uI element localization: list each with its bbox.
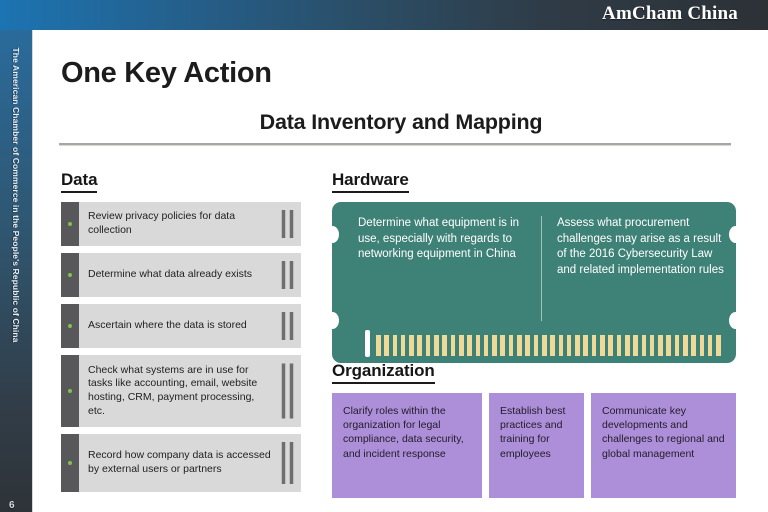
list-item-label: Record how company data is accessed by e…: [88, 449, 271, 475]
brand-title: AmCham China: [602, 3, 738, 24]
page-subtitle: Data Inventory and Mapping: [259, 110, 543, 134]
hardware-text-columns: Determine what equipment is in use, espe…: [332, 202, 736, 321]
list-item-body: Determine what data already exists: [79, 253, 301, 297]
organization-card[interactable]: Clarify roles within the organization fo…: [332, 393, 482, 498]
pause-bars-icon: [281, 261, 294, 289]
module-key-slot-icon: [365, 330, 370, 357]
module-notch-icon: [729, 312, 742, 329]
list-item-tab: [61, 202, 79, 246]
list-item-tab: [61, 434, 79, 492]
list-item-label: Ascertain where the data is stored: [88, 319, 247, 332]
module-connector-pins-icon: [376, 335, 721, 356]
hardware-column-label: Assess what procurement challenges may a…: [541, 216, 724, 321]
module-notch-icon: [326, 226, 339, 243]
bullet-dot-icon: [68, 324, 72, 328]
organization-card-row: Clarify roles within the organization fo…: [332, 393, 736, 498]
list-item-tab: [61, 304, 79, 348]
bullet-dot-icon: [68, 273, 72, 277]
data-checklist: Review privacy policies for data collect…: [61, 202, 301, 499]
list-item-label: Determine what data already exists: [88, 268, 252, 281]
pause-bars-icon: [281, 363, 294, 419]
bullet-dot-icon: [68, 222, 72, 226]
module-notch-icon: [326, 312, 339, 329]
organization-card[interactable]: Establish best practices and training fo…: [489, 393, 584, 498]
list-item[interactable]: Review privacy policies for data collect…: [61, 202, 301, 246]
hardware-column-label: Determine what equipment is in use, espe…: [358, 217, 520, 261]
bullet-dot-icon: [68, 461, 72, 465]
page-title: One Key Action: [61, 57, 272, 89]
header-band: AmCham China: [0, 0, 768, 30]
section-heading-hardware: Hardware: [332, 170, 409, 193]
list-item-tab: [61, 253, 79, 297]
list-item-body: Record how company data is accessed by e…: [79, 434, 301, 492]
list-item[interactable]: Record how company data is accessed by e…: [61, 434, 301, 492]
pause-bars-icon: [281, 442, 294, 484]
section-heading-organization: Organization: [332, 361, 435, 384]
list-item-tab: [61, 355, 79, 427]
organization-card[interactable]: Communicate key developments and challen…: [591, 393, 736, 498]
side-rail: The American Chamber of Commerce in the …: [0, 30, 32, 512]
section-heading-data: Data: [61, 170, 98, 193]
pause-bars-icon: [281, 312, 294, 340]
list-item-label: Check what systems are in use for tasks …: [88, 363, 258, 417]
pause-bars-icon: [281, 210, 294, 238]
module-notch-icon: [729, 226, 742, 243]
page-number: 6: [9, 500, 15, 511]
memory-module-graphic: Determine what equipment is in use, espe…: [326, 202, 742, 363]
title-divider: [59, 143, 731, 146]
list-item[interactable]: Check what systems are in use for tasks …: [61, 355, 301, 427]
list-item-label: Review privacy policies for data collect…: [88, 210, 236, 236]
list-item[interactable]: Determine what data already exists: [61, 253, 301, 297]
list-item-body: Check what systems are in use for tasks …: [79, 355, 301, 427]
slide-canvas: One Key Action Data Inventory and Mappin…: [32, 30, 768, 512]
list-item-body: Review privacy policies for data collect…: [79, 202, 301, 246]
organization-vertical-label: The American Chamber of Commerce in the …: [11, 47, 21, 343]
list-item-body: Ascertain where the data is stored: [79, 304, 301, 348]
list-item[interactable]: Ascertain where the data is stored: [61, 304, 301, 348]
bullet-dot-icon: [68, 389, 72, 393]
